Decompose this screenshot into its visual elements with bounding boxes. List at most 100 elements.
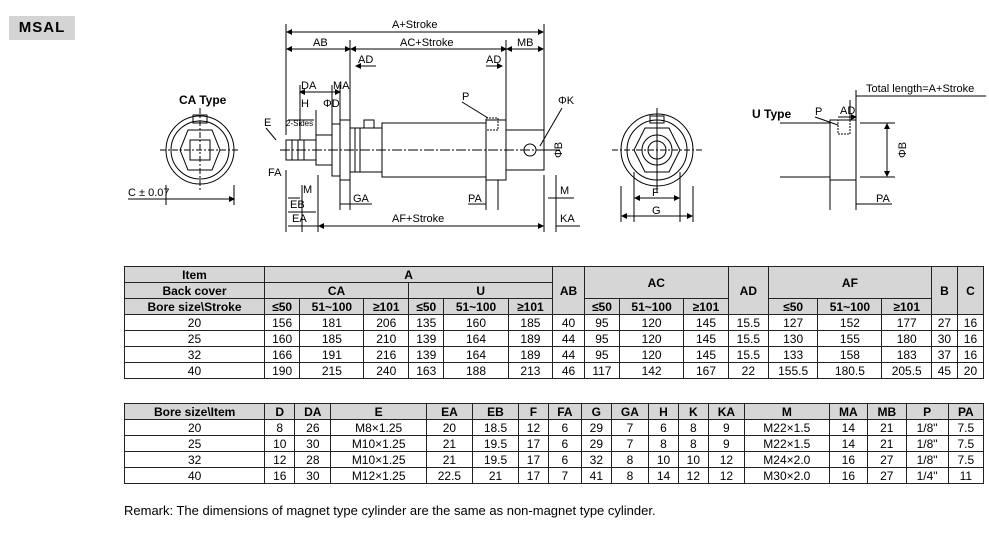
dim-a-stroke: A+Stroke	[392, 19, 438, 31]
table-cell: 19.5	[471, 435, 520, 452]
ca-type-view	[128, 108, 277, 205]
table-cell: 12	[707, 467, 746, 484]
table-cell: 14	[648, 467, 679, 484]
table-cell: 16	[956, 314, 985, 331]
table-cell: 205.5	[881, 362, 932, 379]
dim-phi-d: ΦD	[323, 98, 340, 110]
th-b: B	[930, 266, 958, 315]
table-cell: 155.5	[767, 362, 819, 379]
dim-fa: FA	[268, 167, 282, 179]
table-cell: 15.5	[727, 330, 769, 347]
table-cell: 22	[727, 362, 769, 379]
table2-header: MA	[828, 403, 869, 420]
table-cell: 17	[518, 435, 549, 452]
table-cell: 156	[263, 314, 301, 331]
table-cell: 44	[552, 330, 585, 347]
table-cell: 155	[817, 330, 883, 347]
table-cell: 1/8"	[905, 435, 949, 452]
table-cell: 37	[930, 346, 958, 363]
table-cell: 32	[580, 451, 612, 468]
table-cell: 27	[867, 451, 907, 468]
dim-pa-u: PA	[876, 193, 891, 205]
table-cell: 8	[610, 467, 650, 484]
table-cell: 25	[123, 435, 266, 452]
table-cell: 120	[619, 330, 685, 347]
table-cell: 25	[124, 330, 265, 347]
dim-two-sides: 2-Sides	[286, 119, 313, 128]
th-stroke: ≤50	[767, 298, 819, 315]
table-cell: 188	[443, 362, 509, 379]
th-a: A	[263, 266, 554, 283]
cylinder-drawing: CA Type U Type A+Stroke AB AC+Stroke MB …	[128, 19, 986, 232]
table-cell: 163	[408, 362, 445, 379]
table-cell: 16	[828, 467, 869, 484]
table2-header: KA	[707, 403, 746, 420]
table-cell: 6	[547, 451, 582, 468]
dim-phi-k: ΦK	[558, 95, 575, 107]
th-ca: CA	[263, 282, 410, 299]
dim-ea: EA	[292, 213, 307, 225]
table-cell: 21	[471, 467, 520, 484]
table-cell: 139	[408, 330, 445, 347]
table-cell: 7.5	[947, 451, 985, 468]
table-cell: 135	[408, 314, 445, 331]
table2-header: Bore size\Item	[123, 403, 266, 420]
th-item: Item	[124, 266, 265, 283]
u-type-view	[780, 90, 986, 210]
table-cell: 9	[707, 419, 746, 436]
table-cell: M30×2.0	[744, 467, 830, 484]
dim-ab: AB	[313, 37, 328, 49]
table-cell: 164	[443, 330, 509, 347]
th-back-cover: Back cover	[124, 282, 265, 299]
dim-af-stroke: AF+Stroke	[392, 213, 444, 225]
table-cell: 95	[583, 346, 621, 363]
table-cell: 189	[507, 346, 554, 363]
table-cell: 10	[264, 435, 296, 452]
th-stroke: ≤50	[583, 298, 621, 315]
table-cell: 21	[425, 435, 473, 452]
dim-phi-b: ΦB	[553, 142, 565, 158]
th-af: AF	[767, 266, 932, 299]
table-cell: 120	[619, 346, 685, 363]
table-cell: 14	[828, 435, 869, 452]
table-cell: 215	[299, 362, 365, 379]
table-cell: 206	[363, 314, 410, 331]
dim-ac-stroke: AC+Stroke	[400, 37, 454, 49]
dim-eb: EB	[290, 199, 305, 211]
table-cell: 29	[580, 419, 612, 436]
table-cell: 130	[767, 330, 819, 347]
table2-header: M	[744, 403, 830, 420]
dim-da: DA	[301, 80, 317, 92]
table2-header: DA	[294, 403, 332, 420]
dim-ad-left: AD	[358, 54, 373, 66]
dim-ad-u: AD	[840, 105, 855, 117]
table-cell: 145	[683, 330, 729, 347]
table-cell: 22.5	[425, 467, 473, 484]
table-cell: 166	[263, 346, 301, 363]
table-cell: 16	[264, 467, 296, 484]
table-cell: 181	[299, 314, 365, 331]
dim-ad-right: AD	[486, 54, 501, 66]
table-cell: 20	[956, 362, 985, 379]
table-cell: 20	[124, 314, 265, 331]
table-cell: 30	[930, 330, 958, 347]
table-cell: 40	[123, 467, 266, 484]
th-stroke: ≤50	[408, 298, 445, 315]
dim-total-length: Total length=A+Stroke	[866, 83, 974, 95]
table-cell: 14	[828, 419, 869, 436]
th-ac: AC	[583, 266, 729, 299]
table-cell: 12	[518, 419, 549, 436]
table-cell: 142	[619, 362, 685, 379]
th-stroke: ≥101	[881, 298, 932, 315]
table-cell: 185	[299, 330, 365, 347]
dim-ka: KA	[560, 213, 575, 225]
dim-c-tol: C ± 0.07	[128, 187, 170, 199]
table-cell: 180.5	[817, 362, 883, 379]
th-stroke: ≤50	[263, 298, 301, 315]
table-cell: 21	[425, 451, 473, 468]
